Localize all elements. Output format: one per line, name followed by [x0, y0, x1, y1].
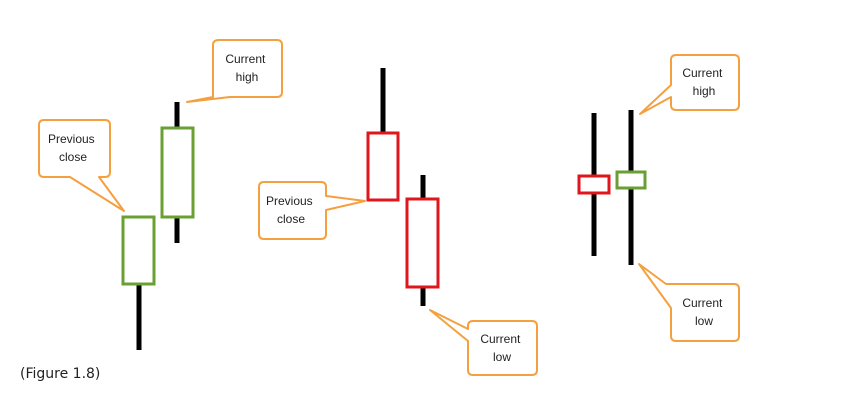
panel-2: Previous close Current low — [258, 68, 538, 376]
callout-current-high: Current high — [186, 39, 283, 103]
current-candle — [160, 102, 195, 243]
callout-shape — [38, 119, 125, 212]
callout-text: Current low — [682, 296, 725, 328]
callout-shape — [638, 263, 740, 342]
callout-shape — [429, 309, 538, 376]
callout-text: Current high — [682, 66, 725, 98]
callout-text: Previous close — [266, 194, 316, 226]
panel-1: Current high Previous close — [38, 39, 283, 350]
current-candle — [615, 110, 647, 265]
candle-body — [366, 131, 400, 202]
callout-text: Current high — [225, 52, 268, 84]
callout-previous-close: Previous close — [38, 119, 125, 212]
callout-previous-close: Previous close — [258, 181, 366, 240]
callout-current-low: Current low — [429, 309, 538, 376]
candle-body — [615, 170, 647, 190]
callout-shape — [639, 54, 740, 115]
candle-body — [160, 126, 195, 219]
current-candle — [405, 175, 440, 306]
previous-candle — [366, 68, 400, 202]
candle-body — [577, 174, 611, 195]
callout-shape — [258, 181, 366, 240]
figure-caption: (Figure 1.8) — [20, 366, 101, 382]
previous-candle — [577, 113, 611, 256]
panel-3: Current high Current low — [577, 54, 740, 342]
callout-text: Current low — [480, 332, 523, 364]
previous-candle — [121, 215, 156, 350]
callout-shape — [186, 39, 283, 103]
candle-body — [121, 215, 156, 286]
callout-current-high: Current high — [639, 54, 740, 115]
candle-body — [405, 197, 440, 289]
callout-text: Previous close — [48, 132, 98, 164]
callout-current-low: Current low — [638, 263, 740, 342]
